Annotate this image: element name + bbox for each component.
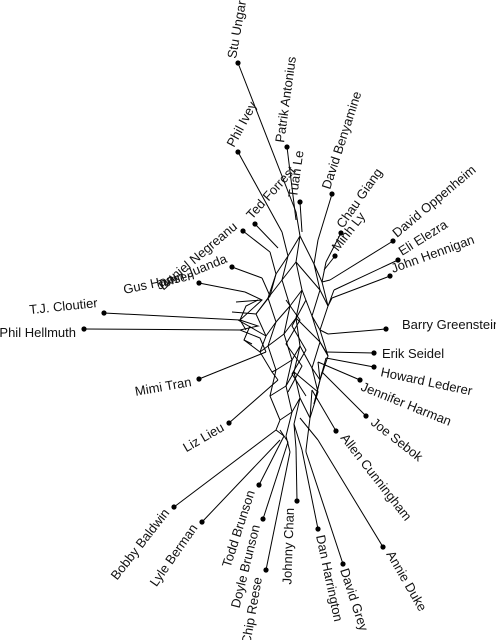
allen-cunningham-dot (333, 428, 339, 434)
network-splits-9 (281, 235, 303, 413)
john-juanda-edge (231, 266, 263, 279)
david-grey-edge (305, 451, 344, 565)
mimi-tran-edge (198, 351, 267, 380)
network-splits-10 (267, 255, 293, 421)
minh-ly-edge (323, 255, 336, 271)
johnny-chan-label: Johnny Chan (279, 508, 297, 585)
david-oppenheim-edge (329, 240, 394, 281)
stu-ungar-dot (235, 60, 241, 66)
tj-cloutier-edge (103, 312, 241, 321)
todd-brunson-dot (256, 482, 262, 488)
mimi-tran-label: Mimi Tran (134, 374, 193, 399)
minh-ly-dot (332, 253, 338, 259)
barry-greenstein-dot (383, 326, 389, 332)
network-core (231, 211, 335, 453)
liz-lieu-edge (228, 379, 279, 424)
tuan-le-edge (299, 201, 303, 233)
doyle-brunson-edge (262, 441, 289, 520)
network-splits-16 (239, 299, 259, 345)
barry-greenstein-edge (327, 328, 387, 335)
network-splits-14 (275, 417, 319, 453)
network-splits-17 (285, 299, 307, 397)
ted-forrest-edge (254, 223, 279, 249)
gus-hansen-dot (196, 280, 202, 286)
tuan-le-label: Tuan Le (285, 150, 306, 199)
tj-cloutier-dot (101, 310, 107, 316)
johnny-chan-dot (294, 498, 300, 504)
allen-cunningham-edge (311, 389, 337, 432)
phil-hellmuth-label: Phil Hellmuth (0, 325, 76, 340)
stu-ungar-label: Stu Ungar (224, 0, 249, 60)
liz-lieu-dot (226, 420, 232, 426)
leaf-edges (83, 62, 399, 571)
john-juanda-dot (229, 264, 235, 270)
david-benyamine-label: David Benyamine (319, 89, 365, 191)
todd-brunson-edge (258, 435, 285, 486)
patrik-antonius-edge (286, 146, 297, 221)
stu-ungar-edge (237, 62, 297, 213)
chau-giang-dot (338, 230, 344, 236)
annie-duke-label: Annie Duke (383, 548, 430, 614)
lyle-berman-dot (199, 519, 205, 525)
erik-seidel-dot (371, 350, 377, 356)
john-hennigan-dot (387, 273, 393, 279)
gus-hansen-edge (198, 282, 246, 293)
david-benyamine-edge (317, 193, 333, 241)
joe-sebok-edge (321, 371, 367, 417)
phil-ivey-edge (237, 151, 283, 233)
barry-greenstein-label: Barry Greenstein (402, 317, 496, 332)
dan-harrington-dot (315, 526, 321, 532)
tj-cloutier-label: T.J. Cloutier (28, 295, 98, 317)
howard-lederer-dot (371, 364, 377, 370)
phil-ivey-dot (235, 149, 241, 155)
phil-hellmuth-edge (83, 328, 241, 331)
erik-seidel-edge (325, 351, 375, 354)
dan-harrington-edge (301, 449, 319, 530)
doyle-brunson-dot (260, 516, 266, 522)
network-splits-13 (309, 279, 335, 419)
ted-forrest-dot (252, 221, 258, 227)
daniel-negreanu-dot (240, 228, 246, 234)
eli-elezra-edge (333, 259, 399, 291)
chip-reese-dot (263, 567, 269, 573)
bobby-baldwin-edge (173, 429, 277, 508)
lyle-berman-edge (201, 439, 281, 523)
eli-elezra-dot (395, 257, 401, 263)
patrik-antonius-label: Patrik Antonius (272, 55, 299, 143)
joe-sebok-label: Joe Sebok (368, 415, 426, 465)
john-hennigan-edge (331, 275, 391, 299)
gus-hansen-label: Gus Hansen (122, 267, 196, 297)
bobby-baldwin-dot (171, 504, 177, 510)
erik-seidel-label: Erik Seidel (382, 346, 444, 361)
network-splits-1 (293, 211, 303, 449)
leaf-dots (81, 60, 401, 573)
chip-reese-edge (265, 451, 291, 571)
phil-ivey-label: Phil Ivey (223, 99, 260, 150)
network-splits-12 (311, 263, 329, 381)
network-splits-11 (255, 273, 277, 373)
david-grey-dot (340, 561, 346, 567)
howard-lederer-edge (325, 357, 375, 368)
tuan-le-dot (297, 199, 303, 205)
mimi-tran-dot (196, 376, 202, 382)
network-splits-15 (231, 299, 267, 353)
annie-duke-dot (380, 544, 386, 550)
patrik-antonius-dot (284, 144, 290, 150)
phil-hellmuth-dot (81, 326, 87, 332)
johnny-chan-edge (295, 447, 298, 502)
jennifer-harman-dot (357, 377, 363, 383)
david-oppenheim-dot (390, 238, 396, 244)
jennifer-harman-edge (317, 361, 361, 381)
chau-giang-edge (325, 232, 342, 263)
daniel-negreanu-edge (242, 230, 271, 253)
david-benyamine-dot (329, 191, 335, 197)
network-splits-3 (305, 239, 321, 451)
network-splits-8 (293, 235, 321, 419)
joe-sebok-dot (363, 413, 369, 419)
annie-duke-edge (317, 439, 384, 548)
liz-lieu-label: Liz Lieu (180, 420, 226, 455)
